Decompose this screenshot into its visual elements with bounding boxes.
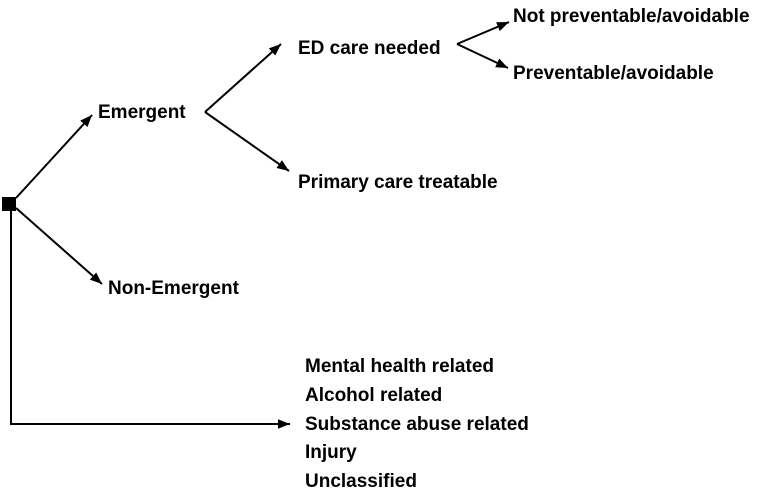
connector-ed-care-to-preventable (456, 43, 509, 69)
node-non-emergent: Non-Emergent (108, 278, 239, 299)
connector-root-to-category-list (10, 211, 290, 429)
special-category-list: Mental health related Alcohol related Su… (305, 353, 529, 497)
node-emergent: Emergent (98, 102, 186, 123)
node-not-preventable-avoidable: Not preventable/avoidable (513, 6, 750, 27)
category-item-unclassified: Unclassified (305, 471, 417, 492)
category-item-alcohol: Alcohol related (305, 384, 443, 406)
node-preventable-avoidable: Preventable/avoidable (513, 63, 714, 84)
connector-emergent-to-primary-care-treatable (204, 111, 290, 172)
connector-root-to-emergent (15, 114, 93, 199)
node-ed-care-needed: ED care needed (298, 38, 441, 59)
category-item-substance-abuse: Substance abuse related (305, 413, 529, 435)
connector-root-to-non-emergent (15, 207, 103, 285)
connector-emergent-to-ed-care-needed (204, 43, 282, 113)
category-item-injury: Injury (305, 442, 357, 464)
root-node-square (2, 197, 16, 211)
connector-ed-care-to-not-preventable (456, 21, 510, 45)
category-item-mental-health: Mental health related (305, 356, 494, 377)
node-primary-care-treatable: Primary care treatable (298, 172, 498, 193)
